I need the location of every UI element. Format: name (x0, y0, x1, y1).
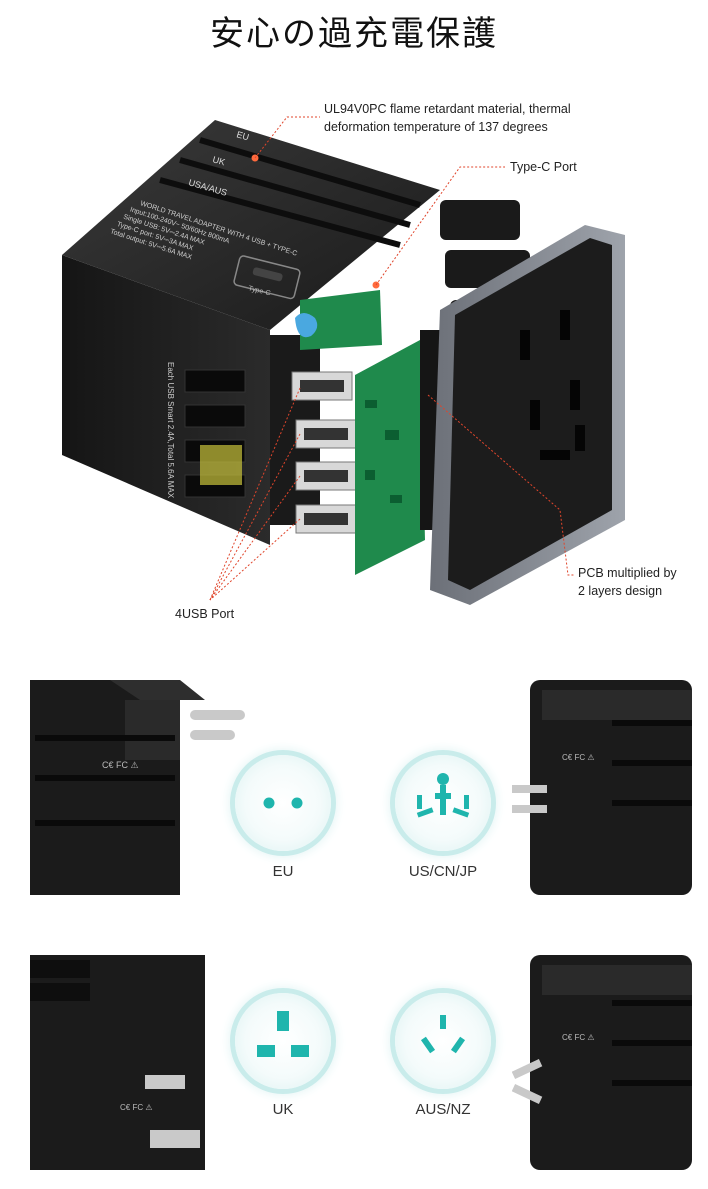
adapter-photo-eu: C€ FC ⚠ (30, 680, 245, 895)
eu-socket-icon (235, 755, 331, 851)
slider-label-eu: EU (235, 129, 250, 142)
callout-material: UL94V0PC flame retardant material, therm… (324, 100, 624, 136)
adapter-photo-aus: C€ FC ⚠ (512, 955, 692, 1170)
plug-label-eu: EU (272, 863, 294, 880)
adapter-top-face (62, 120, 440, 330)
slider-label-uk: UK (211, 154, 226, 167)
adapter-exploded-illustration: EU UK USA/AUS WORLD TRAVEL ADAPTER WITH … (62, 116, 625, 605)
adapter-photo-us: C€ FC ⚠ (512, 680, 692, 895)
us-socket-icon (395, 755, 491, 851)
callout-typec: Type-C Port (510, 160, 577, 174)
callout-usb: 4USB Port (175, 607, 235, 621)
callout-pcb-line2: 2 layers design (578, 584, 663, 598)
callout-material-line1: UL94V0PC flame retardant material, therm… (324, 102, 571, 116)
svg-text:C€ FC ⚠: C€ FC ⚠ (562, 753, 595, 762)
plug-label-us: US/CN/JP (408, 863, 478, 880)
svg-text:C€ FC ⚠: C€ FC ⚠ (562, 1033, 595, 1042)
plug-label-aus: AUS/NZ (415, 1101, 471, 1118)
side-spec-text: Each USB Smart 2.4A,Total 5.6A MAX (166, 362, 175, 499)
svg-text:C€ FC ⚠: C€ FC ⚠ (120, 1103, 153, 1112)
svg-text:C€ FC ⚠: C€ FC ⚠ (102, 760, 139, 770)
pcb-board (355, 340, 425, 575)
plug-label-uk: UK (272, 1101, 294, 1118)
callout-pcb-line1: PCB multiplied by (578, 566, 677, 580)
callout-material-line2: deformation temperature of 137 degrees (324, 120, 548, 134)
callout-pcb: PCB multiplied by 2 layers design (578, 564, 677, 600)
uk-socket-icon (235, 993, 331, 1089)
adapter-photo-uk: C€ FC ⚠ (30, 955, 205, 1170)
page-title: 安心の過充電保護 (210, 14, 498, 54)
aus-socket-icon (395, 993, 491, 1089)
